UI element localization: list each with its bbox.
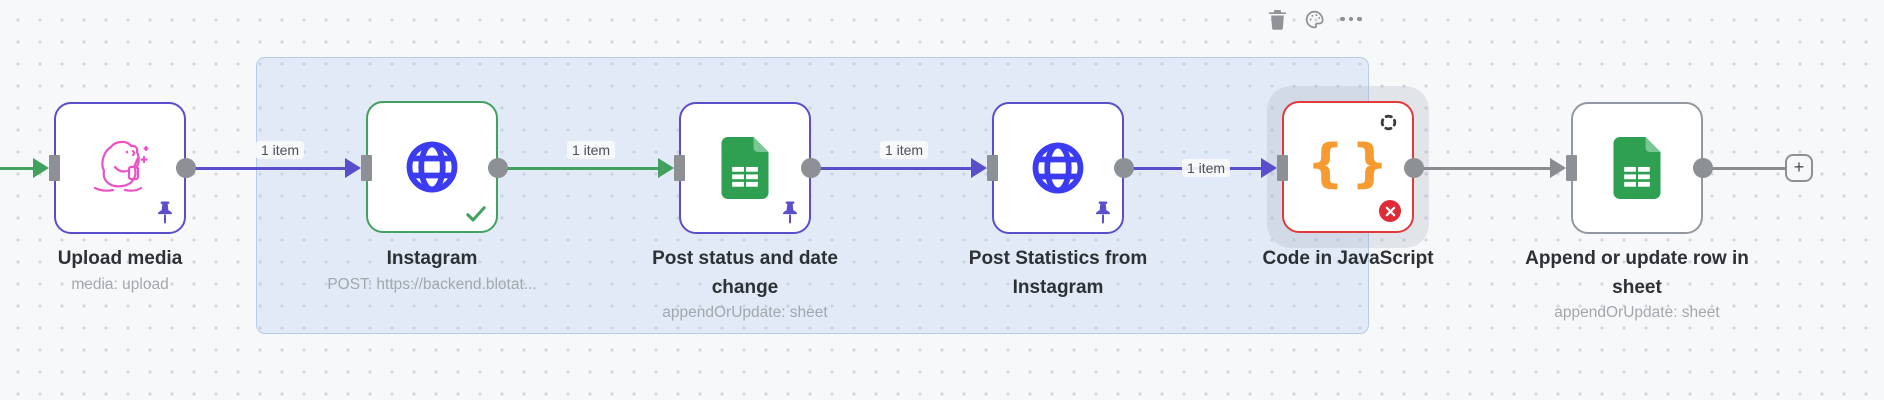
ellipsis-icon[interactable] (1340, 8, 1362, 30)
input-arrow (33, 158, 49, 178)
wire-incoming[interactable] (0, 167, 35, 170)
error-icon (1379, 200, 1401, 222)
node-title: Post Statistics from Instagram (968, 248, 1148, 298)
palette-icon[interactable] (1303, 8, 1325, 30)
node-title: Append or update row in sheet (1525, 248, 1749, 298)
trash-icon[interactable] (1266, 8, 1288, 30)
wire-instagram-to-poststatus[interactable] (498, 167, 660, 170)
connection-item-count: 1 item (255, 141, 305, 159)
node-append-or-update-row-in-sheet[interactable] (1571, 102, 1703, 234)
input-port[interactable] (361, 155, 372, 181)
node-post-statistics-from-instagram[interactable] (992, 102, 1124, 234)
input-arrow (971, 158, 987, 178)
blotato-capybara-icon (93, 140, 149, 192)
node-subtitle: appendOrUpdate: sheet (1554, 304, 1720, 321)
wire-upload-to-instagram[interactable] (186, 167, 347, 170)
node-title: Post status and date change (652, 248, 838, 298)
input-port[interactable] (987, 155, 998, 181)
connection-item-count: 1 item (1181, 159, 1231, 177)
node-code-in-javascript[interactable]: { } (1282, 101, 1414, 233)
success-check-icon (462, 199, 490, 227)
node-subtitle: POST: https://backend.blotat... (327, 276, 537, 293)
connection-item-count: 1 item (566, 141, 616, 159)
output-port[interactable] (1693, 158, 1713, 178)
input-port[interactable] (1277, 155, 1288, 181)
node-subtitle: appendOrUpdate: sheet (662, 304, 828, 321)
pin-icon (154, 200, 176, 226)
google-sheets-icon (721, 137, 769, 199)
globe-icon (406, 141, 458, 193)
connection-item-count: 1 item (879, 141, 929, 159)
node-upload-media[interactable] (54, 102, 186, 234)
input-arrow (345, 158, 361, 178)
input-port[interactable] (1566, 155, 1577, 181)
pin-icon (779, 200, 801, 226)
selection-toolbar (1266, 8, 1362, 30)
node-subtitle: media: upload (71, 276, 169, 293)
input-port[interactable] (49, 155, 60, 181)
wire-append-to-add[interactable] (1703, 167, 1787, 170)
dirty-state-icon (1379, 113, 1398, 132)
output-port[interactable] (488, 158, 508, 178)
input-port[interactable] (674, 155, 685, 181)
input-arrow (1261, 158, 1277, 178)
output-port[interactable] (801, 158, 821, 178)
wire-code-to-append[interactable] (1414, 167, 1552, 170)
node-title: Code in JavaScript (1262, 248, 1434, 269)
input-arrow (658, 158, 674, 178)
output-port[interactable] (1114, 158, 1134, 178)
node-title: Upload media (57, 248, 183, 269)
pin-icon (1092, 200, 1114, 226)
node-instagram[interactable] (366, 101, 498, 233)
node-title: Instagram (386, 248, 478, 269)
wire-poststatus-to-statistics[interactable] (811, 167, 973, 170)
node-post-status-and-date-change[interactable] (679, 102, 811, 234)
input-arrow (1550, 158, 1566, 178)
output-port[interactable] (176, 158, 196, 178)
output-port[interactable] (1404, 158, 1424, 178)
globe-icon (1032, 142, 1084, 194)
google-sheets-icon (1613, 137, 1661, 199)
add-node-button[interactable]: + (1785, 154, 1813, 182)
code-braces-icon: { } (1306, 134, 1390, 194)
